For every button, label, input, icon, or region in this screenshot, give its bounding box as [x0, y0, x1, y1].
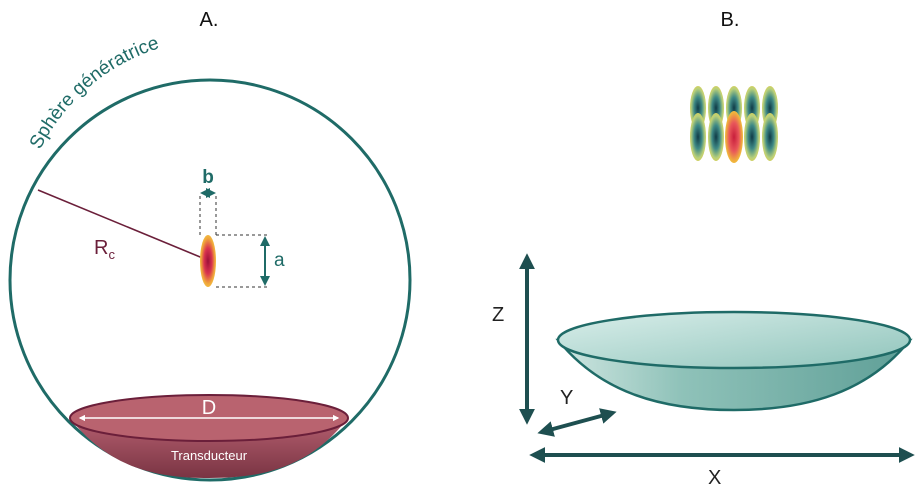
- x-axis-label: X: [708, 467, 721, 488]
- z-axis-label: Z: [492, 304, 504, 326]
- transducer-label: Transducteur: [171, 448, 248, 463]
- width-label-text: b: [202, 167, 214, 188]
- central-lobe: [725, 111, 743, 163]
- radius-label-main: R: [94, 237, 108, 259]
- focal-spot: [200, 235, 216, 287]
- lobe: [690, 113, 706, 161]
- lobe: [708, 113, 724, 161]
- y-axis-label: Y: [560, 387, 573, 409]
- panel-a-title: A.: [200, 9, 219, 31]
- radius-label-sub: c: [108, 247, 115, 262]
- diameter-label: D: [202, 397, 216, 419]
- bowl-aperture: [556, 310, 912, 370]
- generating-sphere: [8, 78, 412, 482]
- radius-label: Rc: [94, 237, 115, 262]
- focal-pattern: [690, 86, 778, 163]
- lobe: [762, 113, 778, 161]
- panel-b-title: B.: [721, 9, 740, 31]
- lobe: [744, 113, 760, 161]
- radius-line: [37, 189, 206, 260]
- y-axis: [537, 408, 617, 437]
- height-label: a: [274, 250, 285, 271]
